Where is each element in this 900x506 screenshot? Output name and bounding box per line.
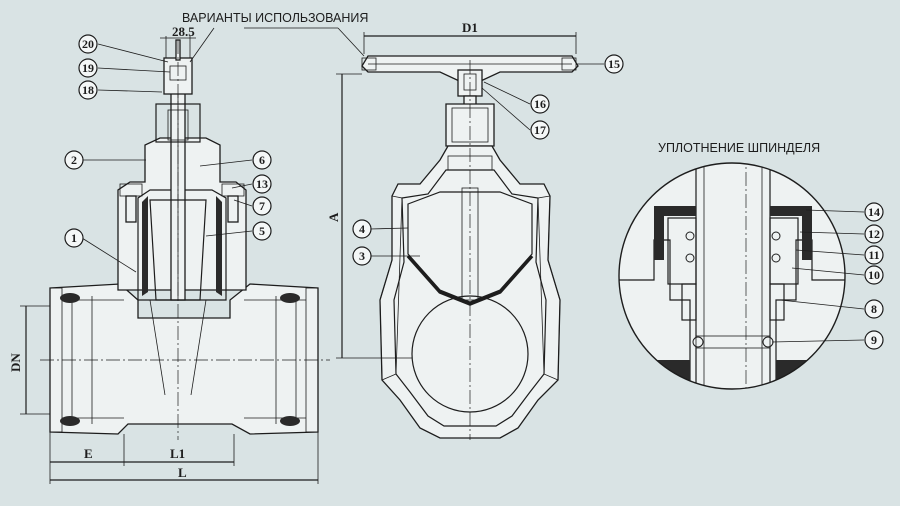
gate-wedge (149, 199, 207, 301)
callout-number: 8 (871, 302, 877, 316)
callout-12: 12 (864, 224, 884, 244)
callout-2: 2 (64, 150, 84, 170)
callout-14: 14 (864, 202, 884, 222)
callout-8: 8 (864, 299, 884, 319)
callout-number: 10 (868, 268, 880, 282)
callout-10: 10 (864, 265, 884, 285)
callout-17: 17 (530, 120, 550, 140)
socket-seal-ring (60, 293, 80, 303)
callout-number: 18 (82, 83, 94, 97)
valve-front-view: D1 A (244, 20, 604, 440)
e-dimension-label: E (84, 446, 93, 461)
spindle-seal-detail: УПЛОТНЕНИЕ ШПИНДЕЛЯ (618, 141, 865, 390)
callout-number: 11 (868, 248, 879, 262)
callout-20: 20 (78, 34, 98, 54)
socket-seal-ring (280, 416, 300, 426)
callout-number: 9 (871, 333, 877, 347)
callout-number: 15 (608, 57, 620, 71)
stem-dimension-label: 28.5 (172, 24, 195, 39)
usage-variants-label: ВАРИАНТЫ ИСПОЛЬЗОВАНИЯ (182, 11, 368, 25)
callout-number: 17 (534, 123, 546, 137)
callout-number: 5 (259, 224, 265, 238)
callout-16: 16 (530, 94, 550, 114)
callout-15: 15 (604, 54, 624, 74)
callout-9: 9 (864, 330, 884, 350)
callout-number: 16 (534, 97, 546, 111)
callout-number: 6 (259, 153, 265, 167)
socket-seal-ring (280, 293, 300, 303)
callout-number: 2 (71, 153, 77, 167)
a-dimension-label: A (326, 212, 341, 222)
callout-5: 5 (252, 221, 272, 241)
callout-11: 11 (864, 245, 884, 265)
callout-number: 12 (868, 227, 880, 241)
callout-6: 6 (252, 150, 272, 170)
callout-4: 4 (352, 219, 372, 239)
detail-title: УПЛОТНЕНИЕ ШПИНДЕЛЯ (658, 141, 820, 155)
callout-number: 19 (82, 61, 94, 75)
callout-number: 20 (82, 37, 94, 51)
callout-number: 13 (256, 177, 268, 191)
callout-number: 4 (359, 222, 365, 236)
callout-18: 18 (78, 80, 98, 100)
callout-3: 3 (352, 246, 372, 266)
callout-7: 7 (252, 196, 272, 216)
callout-number: 7 (259, 199, 265, 213)
callout-number: 3 (359, 249, 365, 263)
l1-dimension-label: L1 (170, 446, 185, 461)
valve-section-view: 28.5 DN E L1 L (8, 24, 330, 484)
socket-seal-ring (60, 416, 80, 426)
callout-19: 19 (78, 58, 98, 78)
valve-body (49, 283, 319, 435)
callout-number: 14 (868, 205, 880, 219)
dn-dimension-label: DN (8, 353, 23, 372)
callout-1: 1 (64, 228, 84, 248)
callout-number: 1 (71, 231, 77, 245)
d1-dimension-label: D1 (462, 20, 478, 35)
callout-13: 13 (252, 174, 272, 194)
l-dimension-label: L (178, 465, 187, 480)
